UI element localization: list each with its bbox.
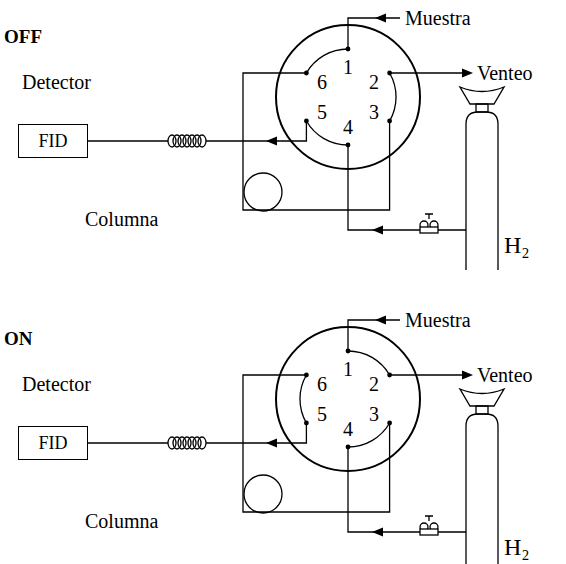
port-number: 3 bbox=[369, 102, 379, 122]
port-number: 6 bbox=[317, 72, 327, 92]
valve-channels-off bbox=[306, 49, 396, 145]
port-number: 3 bbox=[369, 404, 379, 424]
port-number: 5 bbox=[317, 404, 327, 424]
vent-label: Venteo bbox=[477, 365, 533, 385]
port-number: 4 bbox=[343, 419, 353, 439]
detector-label: Detector bbox=[22, 374, 91, 394]
sample-label: Muestra bbox=[405, 310, 471, 330]
port-number: 1 bbox=[343, 359, 353, 379]
detector-name: FID bbox=[38, 132, 67, 150]
port-number: 6 bbox=[317, 374, 327, 394]
detector-box: FID bbox=[18, 124, 88, 158]
port-number: 4 bbox=[343, 117, 353, 137]
vent-label: Venteo bbox=[477, 63, 533, 83]
sample-label: Muestra bbox=[405, 8, 471, 28]
detector-box: FID bbox=[18, 426, 88, 460]
port-number: 2 bbox=[369, 374, 379, 394]
port-number: 5 bbox=[317, 102, 327, 122]
column-label: Columna bbox=[85, 511, 158, 531]
column-label: Columna bbox=[85, 209, 158, 229]
gas-label: H₂ bbox=[504, 535, 530, 559]
detector-label: Detector bbox=[22, 72, 91, 92]
panel-state: ON bbox=[4, 329, 33, 348]
panel-state: OFF bbox=[4, 27, 42, 46]
gas-label: H₂ bbox=[504, 233, 530, 257]
port-number: 2 bbox=[369, 72, 379, 92]
off-panel bbox=[88, 14, 504, 271]
port-number: 1 bbox=[343, 57, 353, 77]
detector-name: FID bbox=[38, 434, 67, 452]
valve-channels-on bbox=[300, 351, 390, 447]
